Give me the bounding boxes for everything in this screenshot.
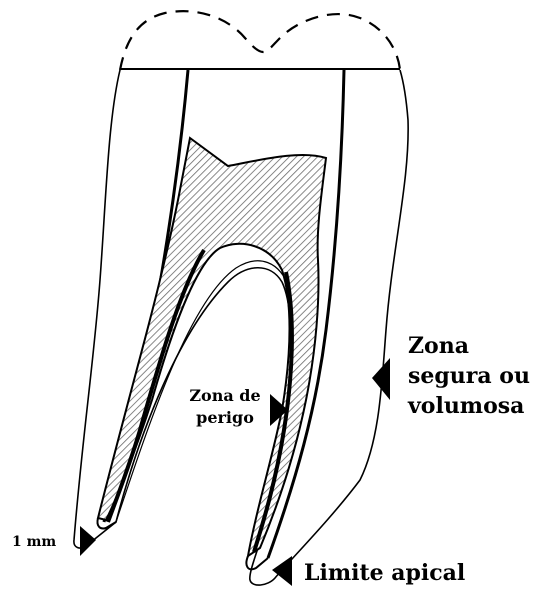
safe-zone-label-line3: volumosa — [408, 393, 524, 419]
one-mm-label: 1 mm — [12, 533, 56, 551]
one-mm-arrow-icon — [80, 526, 96, 556]
apical-limit-arrow-icon — [272, 556, 292, 586]
danger-zone-label-line1: Zona de — [180, 386, 270, 406]
right-apex — [246, 556, 268, 569]
apical-limit-label: Limite apical — [304, 560, 465, 586]
danger-zone-label-line2: perigo — [180, 408, 270, 428]
crown-outline-dashed — [120, 11, 400, 70]
tooth-outline — [74, 70, 408, 585]
safe-zone-label-line2: segura ou — [408, 363, 530, 389]
safe-zone-label-line1: Zona — [408, 333, 469, 359]
